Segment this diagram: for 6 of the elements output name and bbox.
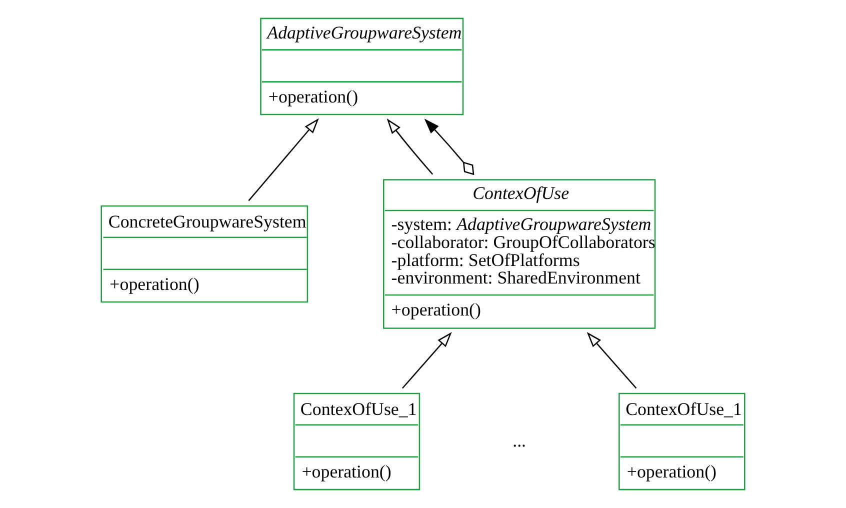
label: ... xyxy=(512,430,526,450)
arrow xyxy=(248,118,319,202)
arrow xyxy=(402,332,452,389)
arrow xyxy=(586,332,637,389)
arrow xyxy=(424,118,474,176)
arrow xyxy=(386,118,434,175)
